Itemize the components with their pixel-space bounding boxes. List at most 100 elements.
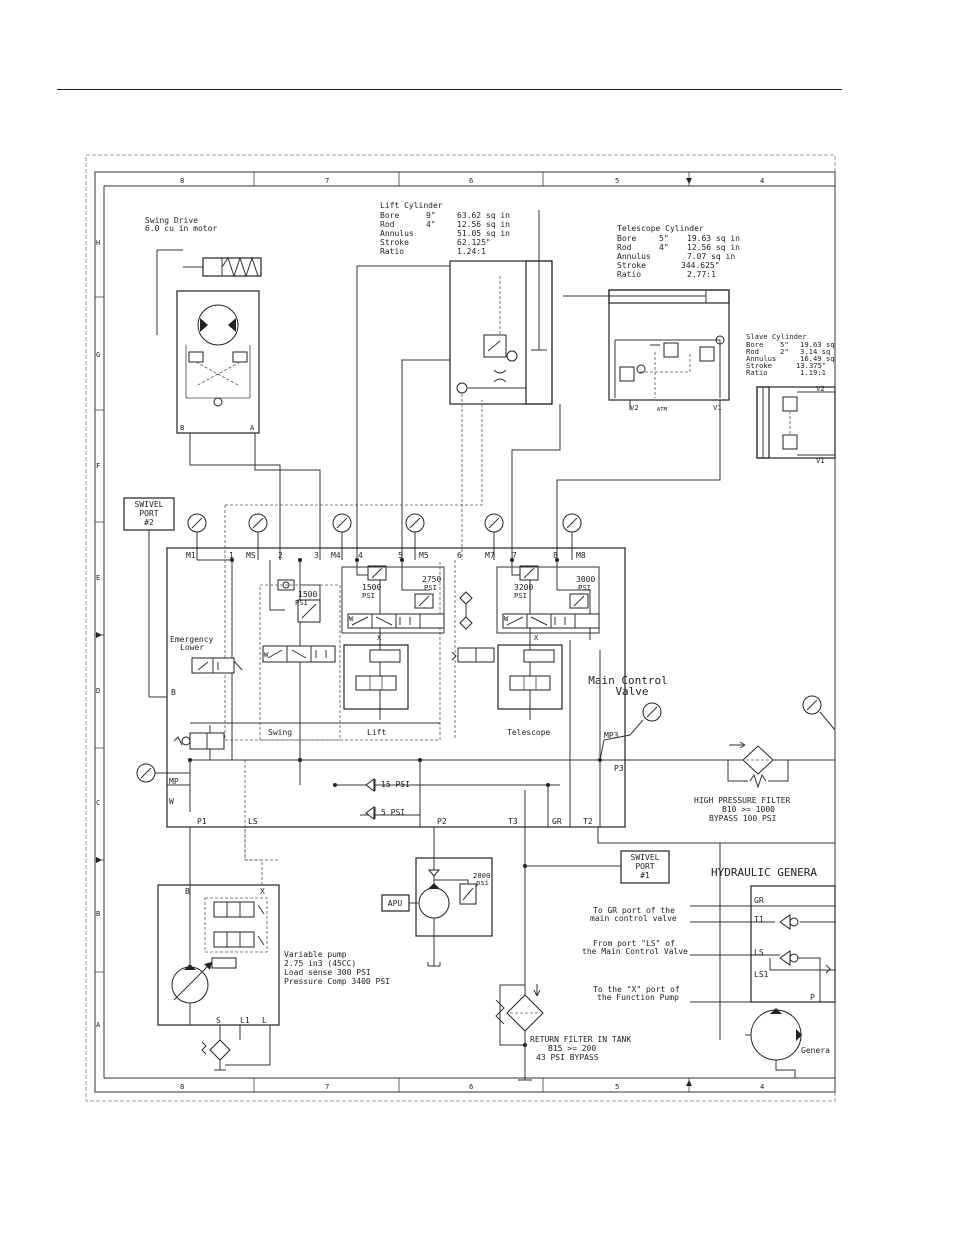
gen-note1-line1: To GR port of the	[593, 906, 675, 915]
frame-center-arrow-top	[686, 178, 692, 184]
slave-cyl-title: Slave Cylinder	[746, 332, 807, 341]
swing-port-b: B	[180, 423, 184, 432]
frame-col-label: 5	[615, 176, 619, 185]
port-label: 7	[512, 551, 517, 560]
spec-label: Rod	[380, 220, 395, 229]
port-label: 6	[457, 551, 462, 560]
swivel-port-2-line2: PORT	[139, 509, 158, 518]
port-label: M5	[419, 551, 429, 560]
spec-label: Rod	[617, 243, 632, 252]
swivel-port-2-line3: #2	[144, 518, 154, 527]
spec-value: 2"	[780, 347, 789, 356]
telescope-compensator-box	[497, 644, 563, 710]
port-label: 8	[553, 551, 558, 560]
lift-spool-valve	[347, 613, 445, 629]
pressure-gauge-m4	[332, 513, 352, 560]
relief-2750-unit: PSI	[424, 583, 437, 592]
spec-value: 4"	[659, 243, 669, 252]
check-15-label: 15 PSI	[381, 780, 410, 789]
pump-desc-line3: Load sense 300 PSI	[284, 968, 371, 977]
port-label: MP	[169, 777, 179, 786]
port-label: 1	[229, 551, 234, 560]
frame-col-label: 6	[469, 1082, 473, 1091]
frame-center-arrow-bottom	[686, 1080, 692, 1086]
frame-col-label: 4	[760, 176, 764, 185]
work-line-piping	[189, 265, 721, 560]
apu-pump-icon	[409, 827, 477, 967]
apu-relief-unit: psi	[476, 878, 489, 887]
drawing-frame	[94, 171, 836, 1093]
frame-row-label: H	[96, 238, 100, 247]
pressure-gauge-m1	[187, 513, 207, 560]
spool-x-label: X	[377, 633, 382, 642]
spec-label: Annulus	[380, 229, 414, 238]
spec-label: Bore	[380, 211, 399, 220]
port-label: B	[171, 688, 176, 697]
gen-port-p: P	[810, 993, 815, 1002]
generator-check-valves	[769, 900, 836, 1002]
pressure-gauge-m8	[562, 513, 582, 560]
tele-port-v2: V2	[630, 403, 639, 412]
pressure-gauge-mp3	[599, 702, 662, 761]
port-label: LS	[248, 817, 258, 826]
frame-col-label: 6	[469, 176, 473, 185]
port-label: 4	[358, 551, 363, 560]
swing-spool-valve	[262, 645, 336, 663]
spec-extra: 19.63 sq in	[687, 234, 740, 243]
section-swing-label: Swing	[268, 728, 292, 737]
slave-port-v1: V1	[816, 456, 825, 465]
gen-note3-line2: the Function Pump	[597, 993, 679, 1002]
swing-drive-title: Swing Drive	[145, 216, 198, 225]
frame-center-arrow-left-1	[96, 632, 102, 638]
pump-port-s: S	[216, 1016, 221, 1025]
frame-row-label: D	[96, 686, 100, 695]
spec-extra: 16.49 sq	[800, 354, 835, 363]
telescope-compensator-valves	[509, 649, 555, 691]
spec-label: Stroke	[617, 261, 646, 270]
spec-extra: 1.24:1	[457, 247, 486, 256]
hp-filter-line3: BYPASS 100 PSI	[709, 814, 777, 823]
high-pressure-filter-icon	[630, 741, 835, 789]
swivel-port-1-line2: PORT	[635, 862, 654, 871]
swing-brake-spring	[183, 256, 262, 278]
return-filter-line2: B15 >= 200	[548, 1044, 596, 1053]
relief-1500b-unit: PSI	[362, 591, 375, 600]
spec-label: Rod	[746, 347, 759, 356]
spec-label: Annulus	[617, 252, 651, 261]
variable-pump-icon	[171, 885, 237, 1025]
gen-note3-line1: To the "X" port of	[593, 985, 680, 994]
swivel-port-1-line3: #1	[640, 871, 650, 880]
lift-section-outline	[341, 566, 445, 634]
check-5-label: 5 PSI	[381, 808, 405, 817]
port-label: 5	[398, 551, 403, 560]
tele-cyl-spec-table: Bore 5" 19.63 sq in Rod 4" 12.56 sq in A…	[617, 234, 740, 279]
swivel-port-1-line1: SWIVEL	[631, 853, 660, 862]
spool-w-label: W	[349, 614, 354, 623]
page-header-rule	[57, 89, 842, 90]
gen-port-gr: GR	[754, 896, 764, 905]
frame-center-arrow-left-2	[96, 857, 102, 863]
pressure-gauge-right	[802, 695, 836, 731]
lift-holding-valve	[456, 276, 526, 394]
relief-3200-value: 3200	[514, 583, 533, 592]
gen-note2-line1: From port "LS" of	[593, 939, 675, 948]
lift-compensator-valves	[355, 649, 401, 691]
spec-value: 5"	[659, 234, 669, 243]
pump-port-b: B	[185, 887, 190, 896]
telescope-spool-valve	[502, 613, 600, 629]
spec-extra: 51.05 sq in	[457, 229, 510, 238]
port-label: M4	[331, 551, 341, 560]
lift-cylinder-body	[525, 210, 553, 405]
lift-relief-valves	[367, 565, 434, 609]
slave-cylinder-body	[756, 386, 836, 459]
main-valve-internal-lines	[167, 559, 630, 827]
tele-cyl-title: Telescope Cylinder	[617, 224, 704, 233]
pump-port-l: L	[262, 1016, 267, 1025]
section-lift-label: Lift	[367, 728, 386, 737]
relief-1500-value: 1500	[298, 590, 317, 599]
return-line-piping	[524, 827, 835, 1002]
gen-port-ls1: LS1	[754, 970, 769, 979]
frame-row-label: C	[96, 798, 100, 807]
pump-desc-line1: Variable pump	[284, 950, 347, 959]
pressure-gauge-ms	[248, 513, 268, 560]
